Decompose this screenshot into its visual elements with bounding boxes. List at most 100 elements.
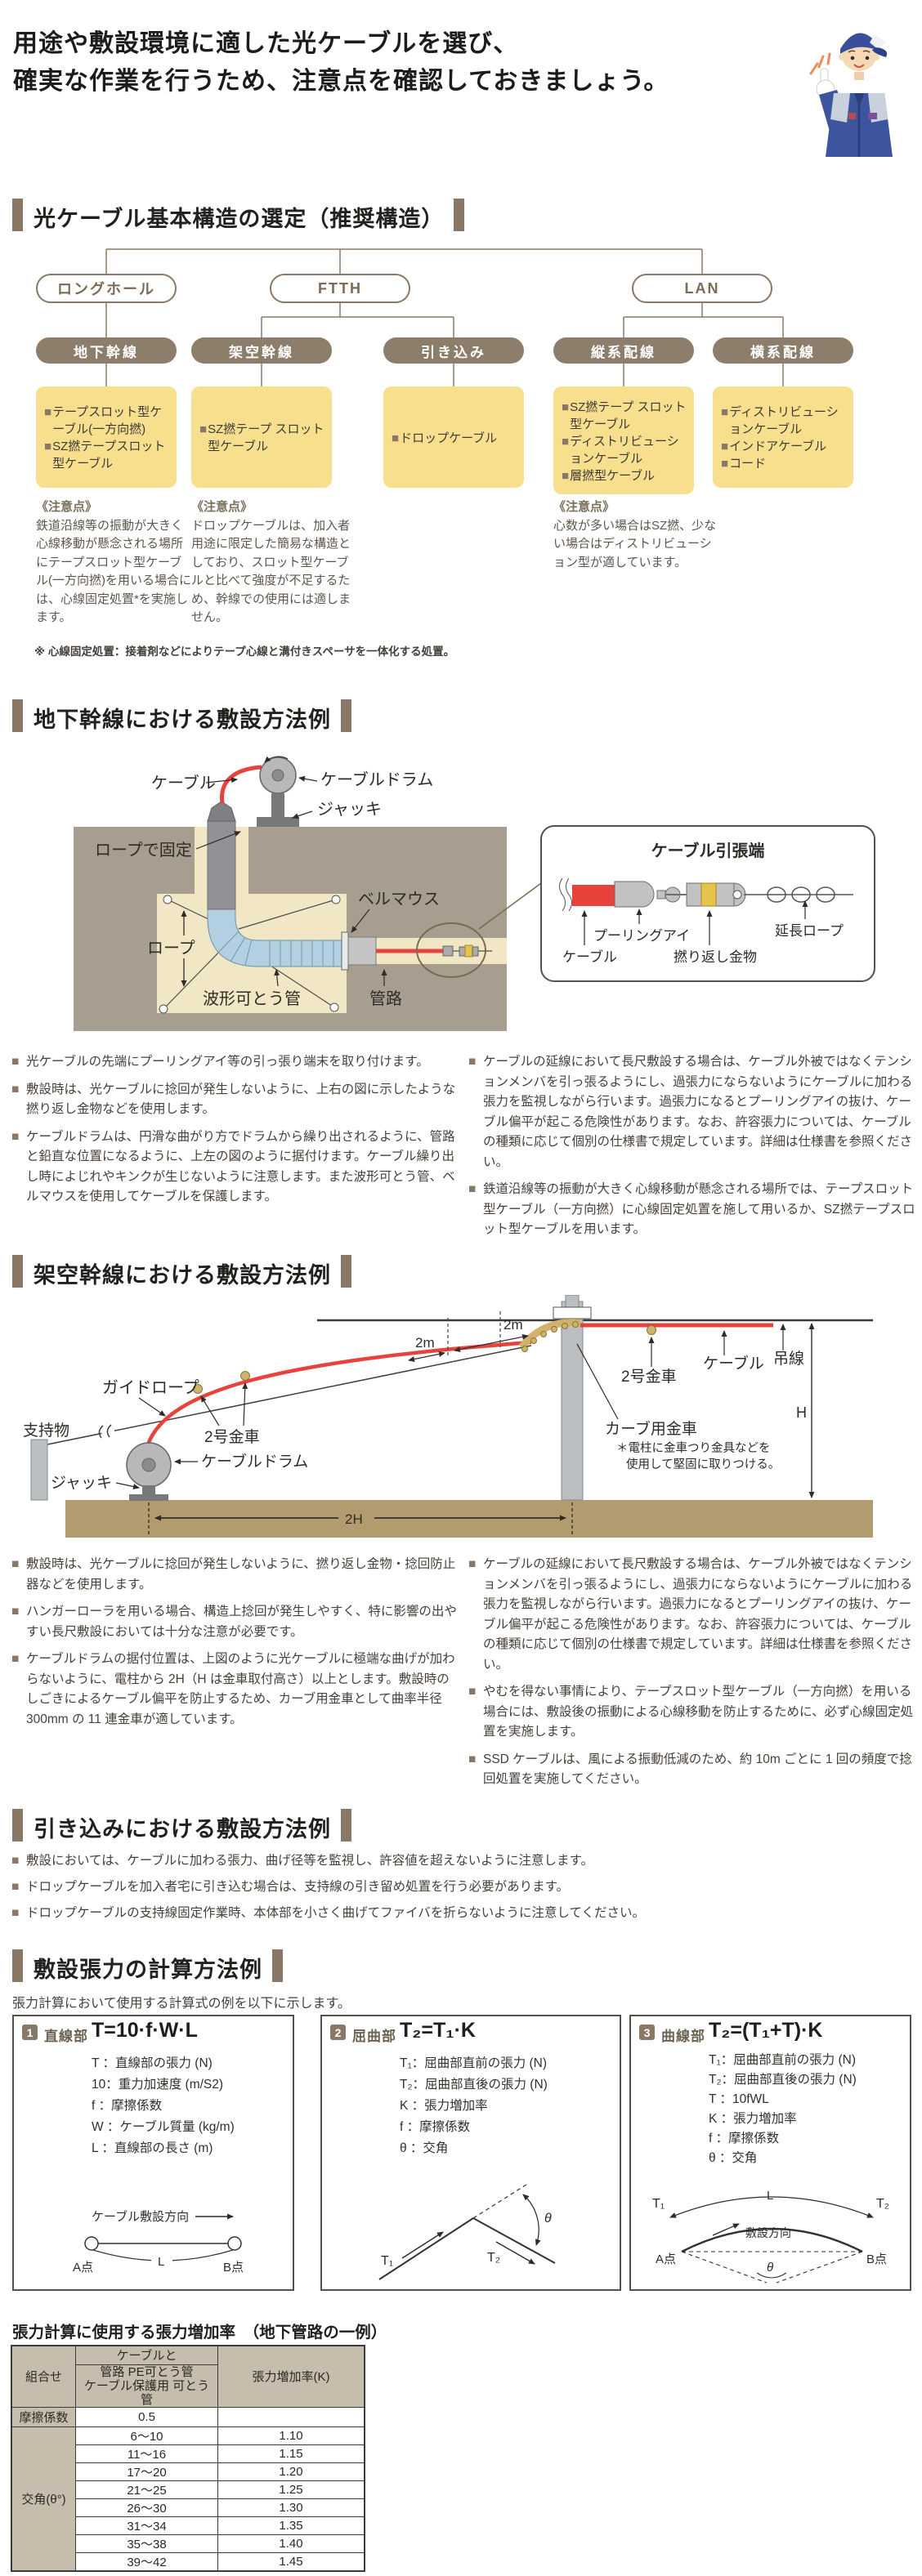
heading-bar-left xyxy=(12,1949,23,1982)
note-heading: 《注意点》 xyxy=(191,500,253,514)
label-theta: θ xyxy=(767,2261,773,2275)
box-number-badge: 2 xyxy=(330,2025,346,2040)
label-l: L xyxy=(158,2255,164,2269)
label-theta: θ xyxy=(544,2212,552,2226)
label-rope: ロープ xyxy=(147,940,195,958)
label-point-b: B点 xyxy=(866,2252,887,2266)
section-heading-structure-selection: 光ケーブル基本構造の選定（推奨構造） xyxy=(12,199,465,231)
formula: T=10·f·W·L xyxy=(92,2019,198,2042)
def-line: T ：10fWL xyxy=(709,2092,769,2106)
label-curve-note1: ＊電柱に金車つり金具などを xyxy=(616,1441,771,1455)
cable-list-aerial: SZ撚テープ スロット型ケーブル xyxy=(191,386,332,488)
emphasis-marks-icon xyxy=(809,52,831,75)
note-body: 鉄道沿線等の振動が大きく心線移動が懸念される場所にテープスロット型ケーブル(一方… xyxy=(36,518,191,625)
tension-increase-table: 組合せ ケーブルと 張力増加率(K) 管路 PE可とう管 ケーブル保護用 可とう… xyxy=(11,2345,365,2572)
formula-box-curve: 3 曲線部 T₂=(T₁+T)·K T₁：屈曲部直前の張力 (N) T₂：屈曲部… xyxy=(629,2015,911,2291)
box-name: 屈曲部 xyxy=(352,2029,396,2044)
cable-item: ディストリビューションケーブル xyxy=(570,434,679,466)
row-header-friction: 摩擦係数 xyxy=(11,2406,76,2427)
k-value: 1.20 xyxy=(217,2462,365,2481)
formula-definitions: T ：直線部の張力 (N) 10：重力加速度 (m/S2) f ：摩擦係数 W … xyxy=(92,2053,235,2159)
label-bellmouth: ベルマウス xyxy=(358,891,440,909)
label-t1: T₁ xyxy=(652,2197,665,2211)
footnote-core-fixing: ※ 心線固定処置：接着剤などによりテープ心線と溝付きスペーサを一体化する処置。 xyxy=(34,645,455,658)
angle-range: 17～20 xyxy=(75,2462,218,2481)
angle-range: 26～30 xyxy=(75,2498,218,2517)
bullet: ハンガーローラを用いる場合、構造上捻回が発生しやすく、特に影響の出やすい長尺敷設… xyxy=(11,1602,459,1642)
def-line: T ：直線部の張力 (N) xyxy=(92,2056,213,2070)
heading-bar-right xyxy=(272,1949,283,1982)
bullet: 敷設においては、ケーブルに加わる張力、曲げ径等を監視し、許容値を超えないように注… xyxy=(11,1850,911,1872)
label-jack: ジャッキ xyxy=(51,1475,112,1492)
heading-bar-right xyxy=(341,1809,351,1842)
def-line: K ：張力増加率 xyxy=(709,2112,797,2126)
cable-item: テープスロット型ケーブル(一方向撚) xyxy=(52,405,163,436)
straight-section-diagram: ケーブル敷設方向 L A点 B点 xyxy=(73,2209,244,2275)
def-line: T₂：屈曲部直後の張力 (N) xyxy=(709,2073,857,2087)
heading-bar-left xyxy=(12,1255,23,1288)
cable-item: SZ撚テープ スロット型ケーブル xyxy=(570,400,687,431)
def-line: 10：重力加速度 (m/S2) xyxy=(92,2078,224,2092)
bend-section-diagram: T₁ T₂ θ xyxy=(378,2184,556,2280)
tension-table-title: 張力計算に使用する張力増加率 （地下管路の一例） xyxy=(12,2324,387,2342)
section-heading-drop-in: 引き込みにおける敷設方法例 xyxy=(12,1809,351,1842)
label-2m-right: 2m xyxy=(504,1317,523,1333)
k-value: 1.25 xyxy=(217,2480,365,2499)
col-header-cable-with: ケーブルと xyxy=(75,2345,218,2365)
box-name: 曲線部 xyxy=(661,2029,705,2044)
col-header-k: 張力増加率(K) xyxy=(217,2345,365,2408)
cable-list-horizontal: ディストリビューションケーブル インドアケーブル コード xyxy=(713,386,853,488)
label-curve-note2: 使用して堅固に取りつける。 xyxy=(626,1458,780,1471)
box-number-badge: 1 xyxy=(22,2025,38,2040)
box-name: 直線部 xyxy=(44,2029,88,2044)
k-value: 1.30 xyxy=(217,2498,365,2517)
def-line: f ：摩擦係数 xyxy=(709,2132,780,2145)
label-cable: ケーブル xyxy=(703,1354,764,1373)
node-underground-trunk: 地下幹線 xyxy=(36,337,177,364)
def-line: f ：摩擦係数 xyxy=(400,2120,471,2134)
callout-label-swivel: 撚り返し金物 xyxy=(674,949,757,965)
label-2h: 2H xyxy=(345,1511,363,1527)
formula-definitions: T₁：屈曲部直前の張力 (N) T₂：屈曲部直後の張力 (N) T ：10fWL… xyxy=(709,2051,857,2168)
bullet: SSD ケーブルは、風による振動低減のため、約 10m ごとに 1 回の頻度で捻… xyxy=(468,1750,916,1790)
def-line: T₁：屈曲部直前の張力 (N) xyxy=(709,2053,857,2067)
bullet: 敷設時は、光ケーブルに捻回が発生しないように、上右の図に示したような撚り返し金物… xyxy=(11,1080,459,1120)
node-vertical-wiring: 縦系配線 xyxy=(553,337,694,364)
label-point-a: A点 xyxy=(656,2252,676,2266)
bullet: ケーブルドラムの据付位置は、上図のように光ケーブルに極端な曲げが加わらないように… xyxy=(11,1650,459,1730)
bullet: ドロップケーブルを加入者宅に引き込む場合は、支持線の引き留め処置を行う必要があり… xyxy=(11,1876,911,1898)
heading-bar-left xyxy=(12,199,23,231)
drop-in-notes: 敷設においては、ケーブルに加わる張力、曲げ径等を監視し、許容値を超えないように注… xyxy=(11,1850,911,1928)
def-line: θ ：交角 xyxy=(400,2141,449,2155)
label-curve-pulley: カーブ用金車 xyxy=(605,1419,697,1438)
k-value: 1.45 xyxy=(217,2551,365,2571)
duct-type-line: ケーブル保護用 可とう管 xyxy=(83,2378,210,2407)
tension-calc-intro: 張力計算において使用する計算式の例を以下に示します。 xyxy=(12,1997,351,2011)
label-cable-drum: ケーブルドラム xyxy=(320,770,433,789)
heading-bar-left xyxy=(12,699,23,732)
callout-label-pulling-eye: プーリングアイ xyxy=(593,928,690,944)
note-underground: 《注意点》 鉄道沿線等の振動が大きく心線移動が懸念される場所にテープスロット型ケ… xyxy=(36,498,191,627)
section-heading-underground: 地下幹線における敷設方法例 xyxy=(12,699,351,732)
k-value: 1.40 xyxy=(217,2534,365,2553)
label-l: L xyxy=(767,2189,773,2203)
cable-list-underground: テープスロット型ケーブル(一方向撚) SZ撚テープスロット型ケーブル xyxy=(36,386,177,488)
label-point-b: B点 xyxy=(223,2261,244,2275)
note-heading: 《注意点》 xyxy=(553,500,615,514)
underground-notes-right: ケーブルの延線において長尺敷設する場合は、ケーブル外被ではなくテンションメンバを… xyxy=(468,1052,916,1248)
k-value: 1.35 xyxy=(217,2516,365,2535)
label-cable-drum: ケーブルドラム xyxy=(201,1452,308,1471)
k-value: 1.15 xyxy=(217,2444,365,2463)
label-duct: 管路 xyxy=(369,989,402,1008)
label-support: 支持物 xyxy=(23,1422,69,1440)
callout-label-cable: ケーブル xyxy=(562,949,617,965)
label-cable: ケーブル xyxy=(151,773,216,792)
aerial-installation-diagram: 2m 2m ガイドロープ 支持物 ジャッキ ケーブルドラム 2号金車 2号金車 … xyxy=(23,1295,873,1538)
friction-k-empty xyxy=(217,2406,365,2427)
cable-item: SZ撚テープ スロット型ケーブル xyxy=(208,422,324,453)
label-install-direction: ケーブル敷設方向 xyxy=(92,2209,189,2224)
heading-text: 引き込みにおける敷設方法例 xyxy=(34,1817,331,1842)
angle-range: 35～38 xyxy=(75,2534,218,2553)
angle-range: 21～25 xyxy=(75,2480,218,2499)
label-h: H xyxy=(796,1404,807,1421)
